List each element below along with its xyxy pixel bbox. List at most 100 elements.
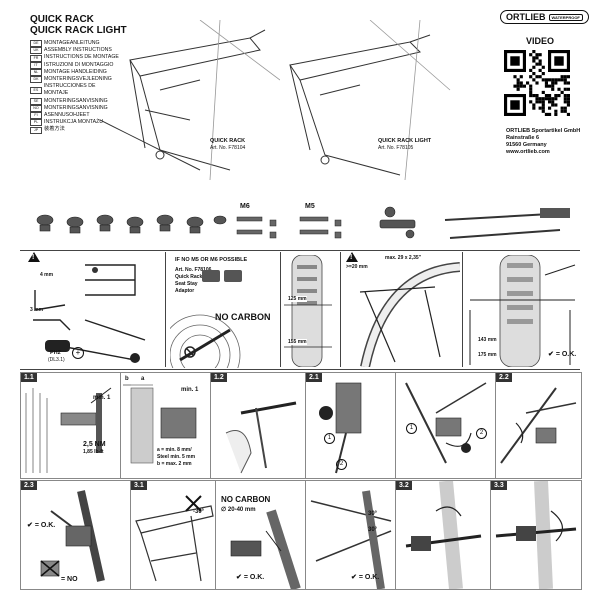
qr-code[interactable] — [504, 50, 570, 116]
m5-label: M5 — [305, 203, 315, 210]
ok-text-3-1c: = O.K. — [358, 574, 380, 581]
ok-label-2-3: ✔ = O.K. — [27, 522, 56, 529]
min1-label-b: min. 1 — [181, 387, 199, 393]
language-code: FI — [30, 112, 42, 120]
ph2-label: PH2 — [50, 350, 61, 356]
divider-v2 — [280, 252, 281, 367]
step-3-1-panel: 3.1 -30° — [130, 480, 217, 590]
angle-30-a: 30° — [368, 511, 378, 517]
hex-4mm-label: 4 mm — [40, 272, 54, 278]
adaptor-name-2: Seat Stay — [175, 281, 198, 287]
dim-125: 125 mm — [288, 296, 307, 302]
ok-text-3-1: = O.K. — [243, 574, 265, 581]
dim-b-label: b — [125, 376, 129, 382]
adaptor-name-3: Adaptor — [175, 288, 195, 294]
no-carbon-label: NO CARBON — [215, 312, 271, 322]
divider-v1 — [165, 252, 166, 367]
step-2-1b-panel: 1 2 — [395, 372, 497, 479]
step-1-2-panel: 1.2 — [210, 372, 307, 479]
warning-icon-tools: ! — [28, 252, 40, 262]
marker-2b: 2 — [476, 428, 487, 439]
tire-clearance-illustration — [282, 255, 337, 367]
step-badge-1-1: 1.1 — [21, 373, 37, 382]
company-web[interactable]: www.ortlieb.com — [506, 149, 550, 155]
tools-illustration — [25, 260, 160, 370]
max-tire-label: max. 29 x 2,35" — [385, 255, 422, 261]
rack-2-art-number: Art. No. F78105 — [378, 145, 414, 151]
ortlieb-logo: ORTLIEB WATERPROOF — [500, 10, 589, 24]
language-text: MONTAGEANLEITUNG — [44, 40, 100, 46]
dim-a-label: a — [141, 376, 145, 382]
language-text: ASSEMBLY INSTRUCTIONS — [44, 47, 112, 54]
m6-label: M6 — [240, 203, 250, 210]
min1-label-a: min. 1 — [93, 395, 111, 401]
company-name: ORTLIEB Sportartikel GmbH — [506, 128, 581, 134]
marker-1: 1 — [324, 433, 335, 444]
company-street: Rainstraße 6 — [506, 135, 540, 141]
a-spec-1: a = min. 8 mm/ — [157, 447, 192, 453]
ph2-sub: (DL3.1) — [48, 357, 65, 363]
angle-30-b: 30° — [368, 527, 378, 533]
adaptor-note: IF NO M5 OR M6 POSSIBLE — [175, 257, 248, 263]
quick-rack-light-illustration — [280, 20, 460, 180]
logo-sub: WATERPROOF — [548, 13, 583, 21]
language-text: 装着方法 — [44, 126, 65, 133]
ok-text: = O.K. — [555, 351, 577, 358]
seat-stay-clamp — [370, 200, 430, 245]
divider-v3 — [340, 252, 341, 367]
gap-label: >=20 mm — [346, 264, 368, 270]
thumb-screws-group — [30, 200, 230, 245]
language-text: INSTRUCTIONS DE MONTAGE — [44, 54, 119, 61]
language-code: NO — [30, 104, 42, 112]
ok-label-3-1c: ✔ = O.K. — [351, 574, 380, 581]
frame-width-illustration — [465, 255, 580, 367]
fender-clearance-illustration — [345, 262, 460, 367]
step-3-2-panel: 3.2 — [395, 480, 492, 590]
language-code: PL — [30, 119, 42, 127]
title-quick-rack: QUICK RACK — [30, 14, 94, 25]
angle-30-label: -30° — [193, 509, 205, 515]
dim-155: 155 mm — [288, 339, 307, 345]
company-city: 91560 Germany — [506, 142, 547, 148]
wheel-hub-illustration — [170, 300, 280, 368]
step-badge-2-1: 2.1 — [306, 373, 322, 382]
ok-label-3-1: ✔ = O.K. — [236, 574, 265, 581]
step-badge-2-3: 2.3 — [21, 481, 37, 490]
step-badge-1-2: 1.2 — [211, 373, 227, 382]
video-label: VIDEO — [526, 36, 555, 46]
language-text: ISTRUZIONI DI MONTAGGIO — [44, 61, 114, 68]
language-text: ASENNUSOHJEET — [44, 112, 90, 119]
rack-2-name: QUICK RACK LIGHT — [378, 138, 432, 144]
step-2-3-panel: 2.3 ✔ = O.K. = NO — [20, 480, 132, 590]
rack-1-name: QUICK RACK — [210, 138, 246, 144]
step-badge-3-3: 3.3 — [491, 481, 507, 490]
phillips-icon: + — [72, 347, 84, 359]
ok-text-2-3: = O.K. — [34, 522, 56, 529]
rack-struts — [440, 200, 580, 245]
step-badge-3-2: 3.2 — [396, 481, 412, 490]
step-1-1-panel: 1.1 min. 1 2,5 NM 1,85 lb-ft — [20, 372, 122, 479]
dim-175: 175 mm — [478, 352, 497, 358]
no-label-2-3: = NO — [61, 576, 78, 583]
language-text: MONTERINGSVEJLEDNING — [44, 76, 112, 83]
step-3-1b-panel: NO CARBON ∅ 20-40 mm ✔ = O.K. — [215, 480, 307, 590]
ok-label-clearance: ✔ = O.K. — [548, 351, 577, 358]
language-text: MONTAGE HANDLEIDING — [44, 68, 107, 75]
language-text: INSTRUCCIONES DE MONTAJE — [43, 83, 96, 97]
language-code: JP — [30, 126, 42, 134]
language-text: MONTERINGSANVISNING — [44, 104, 108, 111]
language-text: INSTRUKCJA MONTAŻU — [44, 119, 103, 126]
divider-mid — [20, 369, 580, 370]
language-code: IT — [30, 61, 42, 69]
step-3-3-panel: 3.3 — [490, 480, 582, 590]
language-code: UK — [30, 47, 42, 55]
language-code: SE — [30, 97, 42, 105]
step-badge-3-1: 3.1 — [131, 481, 147, 490]
adaptor-art: Art. No. F78106 — [175, 267, 212, 273]
